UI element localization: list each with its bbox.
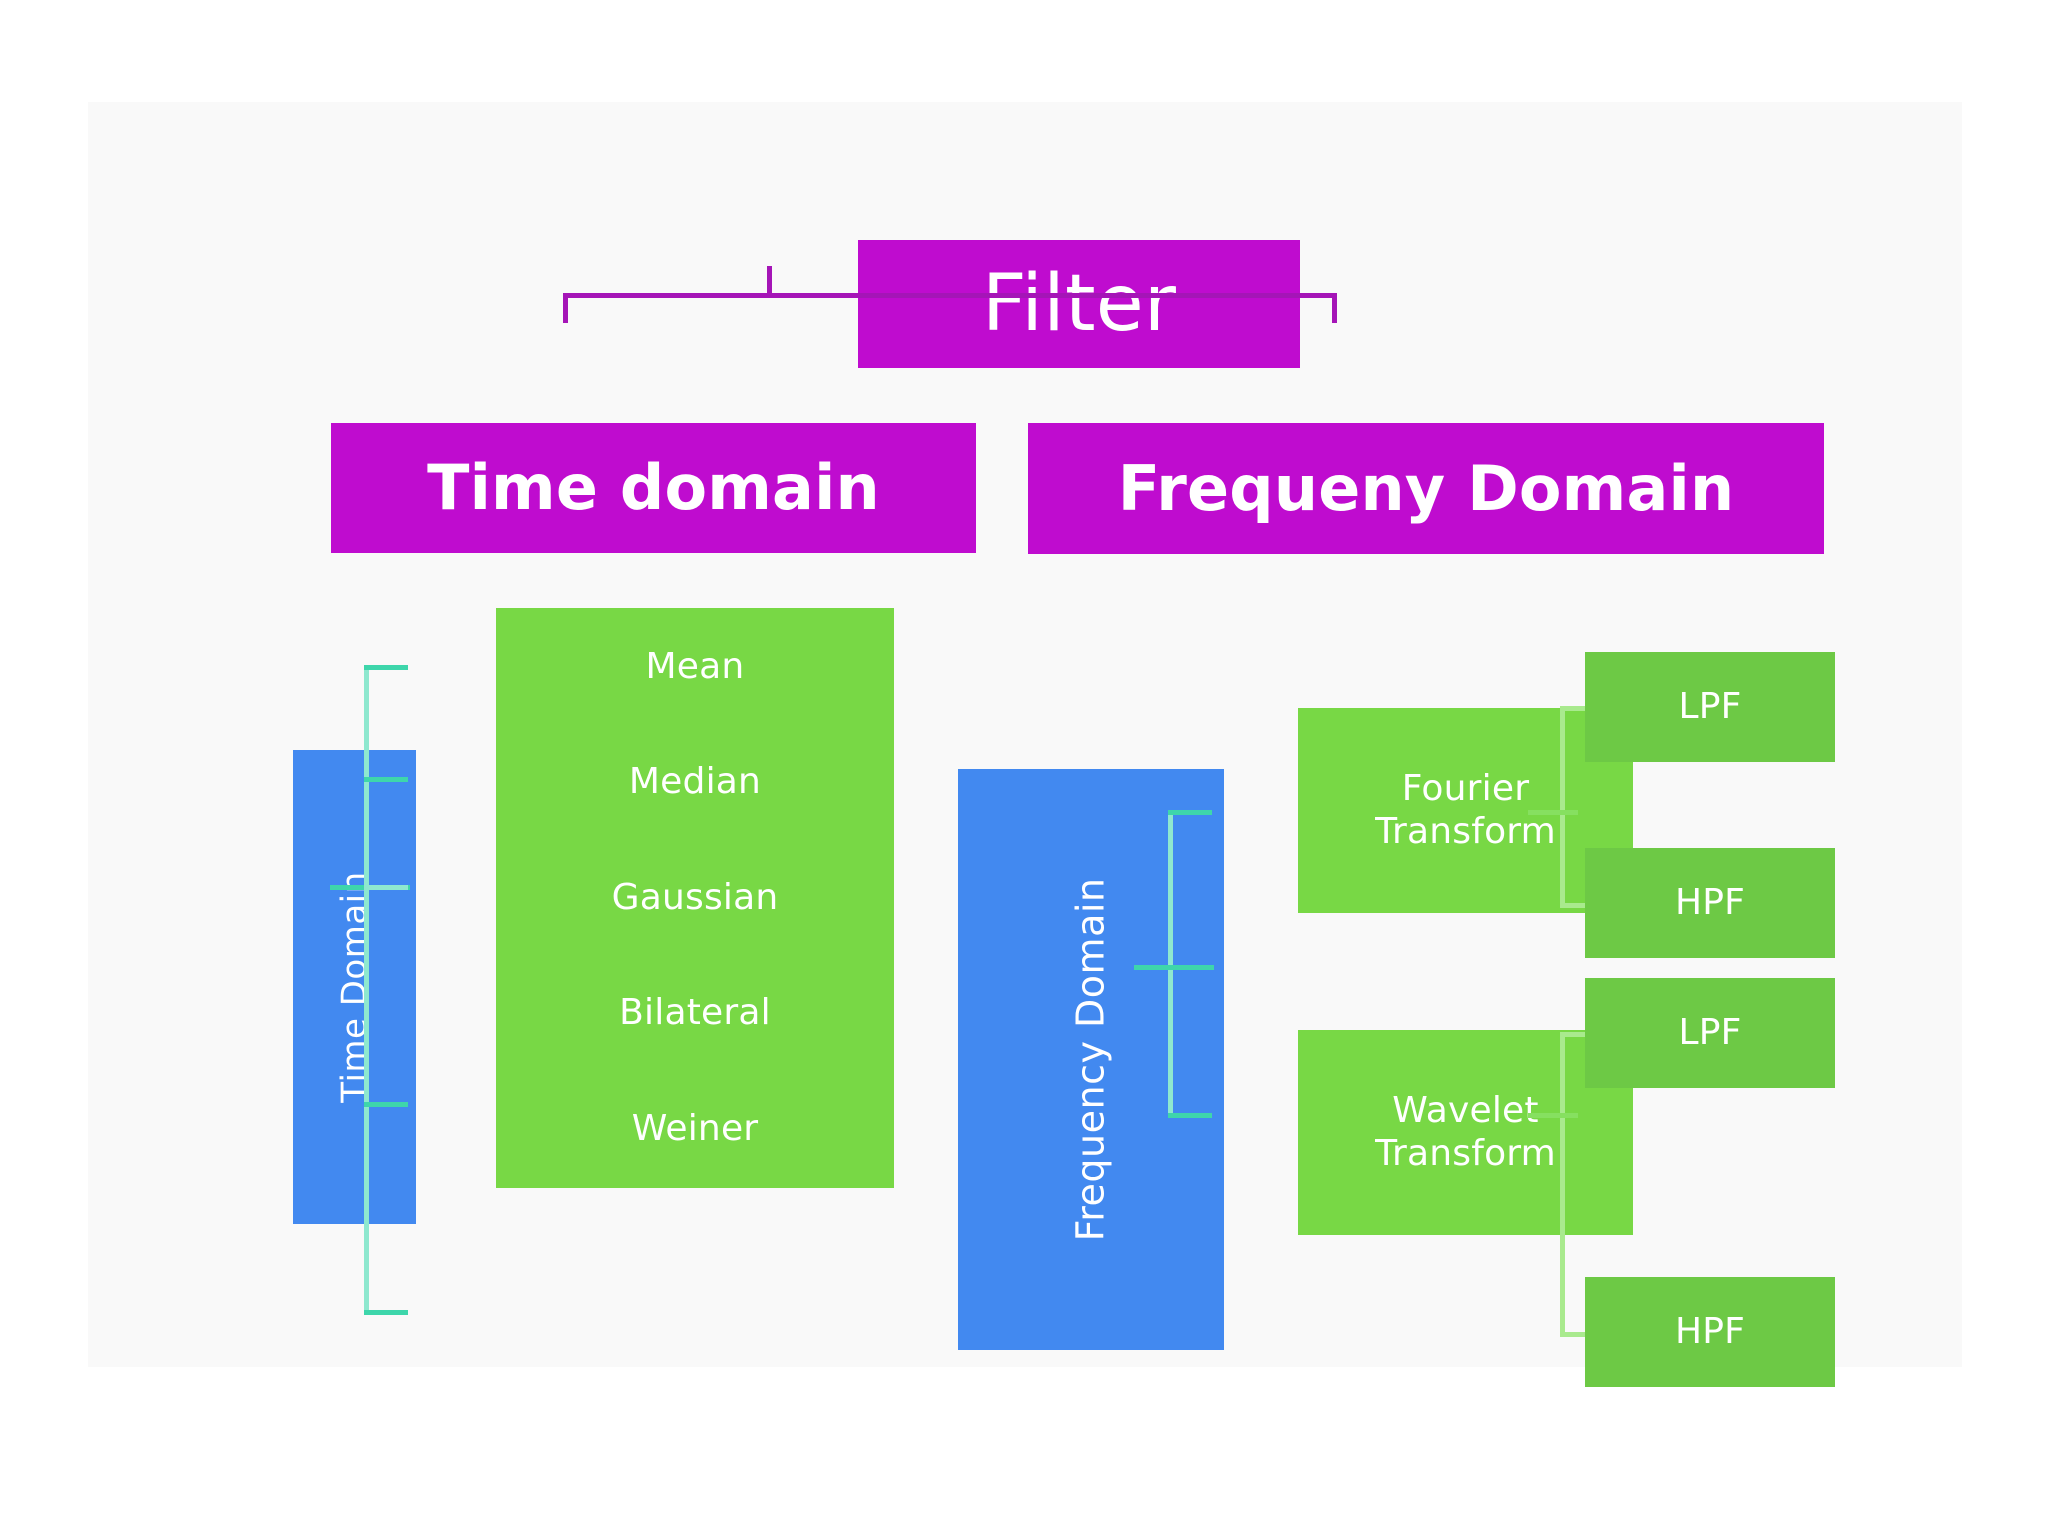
node-frequency-domain-spine[interactable]: Frequency Domain: [958, 769, 1224, 1350]
node-frequency-domain-top[interactable]: Frequeny Domain: [1028, 423, 1824, 554]
connector-time-to-mean: [364, 665, 408, 670]
node-wavelet-hpf[interactable]: HPF: [1585, 1277, 1835, 1387]
connector-time-to-weiner: [364, 1310, 408, 1315]
node-wavelet-lpf[interactable]: LPF: [1585, 978, 1835, 1088]
connector-frequency-to-fourier: [1168, 810, 1212, 815]
node-time-domain-top[interactable]: Time domain: [331, 423, 976, 553]
connector-time-trunk: [364, 665, 369, 1310]
connector-fourier-to-lpf: [1560, 706, 1590, 711]
node-fourier-lpf[interactable]: LPF: [1585, 652, 1835, 762]
node-time-domain-spine[interactable]: Time Domain: [293, 750, 416, 1224]
connector-filter-to-time: [563, 293, 568, 323]
connector-wavelet-to-hpf: [1560, 1332, 1590, 1337]
connector-time-to-bilateral: [364, 1102, 408, 1107]
connector-fourier-stub: [1528, 810, 1578, 815]
connector-fourier-trunk: [1560, 706, 1565, 903]
connector-frequency-to-wavelet: [1168, 1113, 1212, 1118]
node-gaussian[interactable]: Gaussian: [496, 839, 894, 957]
connector-time-to-median: [364, 777, 408, 782]
node-mean[interactable]: Mean: [496, 608, 894, 726]
connector-fourier-to-hpf: [1560, 903, 1590, 908]
connector-wavelet-stub: [1528, 1113, 1578, 1118]
connector-wavelet-to-lpf: [1560, 1032, 1590, 1037]
node-wavelet-transform[interactable]: Wavelet Transform: [1298, 1030, 1633, 1235]
node-fourier-hpf[interactable]: HPF: [1585, 848, 1835, 958]
connector-wavelet-trunk: [1560, 1032, 1565, 1332]
node-frequency-domain-spine-label: Frequency Domain: [1068, 877, 1113, 1242]
diagram-canvas: Filter Time domain Frequeny Domain Time …: [88, 102, 1962, 1387]
connector-time-to-gaussian: [364, 885, 408, 890]
node-bilateral[interactable]: Bilateral: [496, 954, 894, 1072]
node-fourier-transform[interactable]: Fourier Transform: [1298, 708, 1633, 913]
connector-frequency-spine-stub: [1134, 965, 1214, 970]
connector-filter-bus: [563, 293, 1337, 298]
node-weiner[interactable]: Weiner: [496, 1070, 894, 1188]
node-filter[interactable]: Filter: [858, 240, 1300, 368]
connector-filter-to-frequency: [1332, 293, 1337, 323]
node-median[interactable]: Median: [496, 723, 894, 841]
connector-frequency-trunk: [1168, 810, 1173, 1113]
connector-filter-stem: [767, 266, 772, 297]
